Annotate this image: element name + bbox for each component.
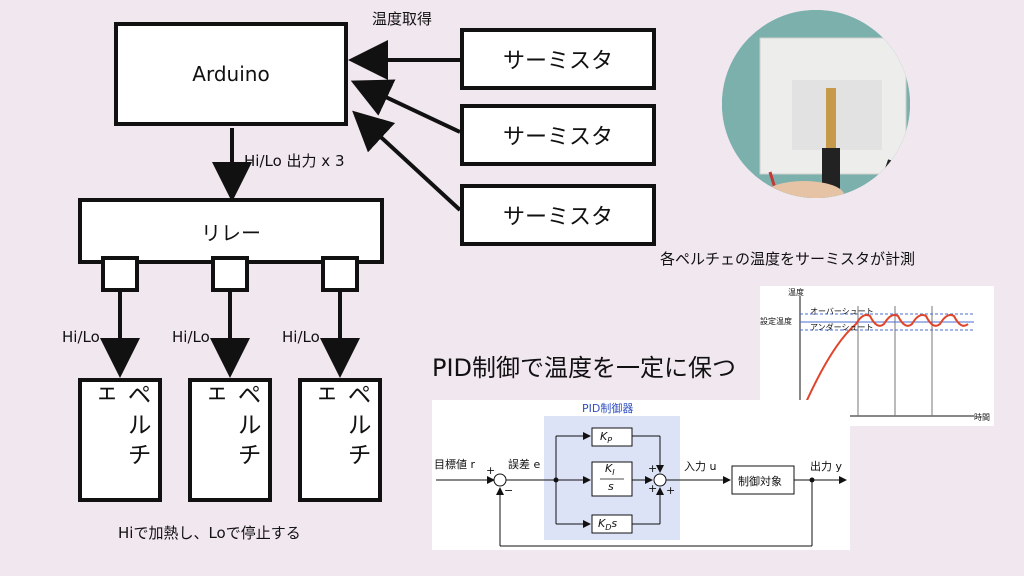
hilo-label-2: Hi/Lo bbox=[172, 328, 210, 346]
hilo-output-label: Hi/Lo 出力 x 3 bbox=[244, 152, 345, 170]
peltier-box-2: ペルチェ bbox=[188, 378, 272, 502]
peltier-box-1: ペルチェ bbox=[78, 378, 162, 502]
error-label: 誤差 e bbox=[508, 458, 541, 471]
thermistor-label-1: サーミスタ bbox=[502, 49, 613, 74]
thermistor-box-1: サーミスタ bbox=[460, 28, 656, 90]
kd-block-label: KDs bbox=[598, 517, 617, 532]
sum2-plus-top: + bbox=[648, 462, 658, 475]
thermistor-label-3: サーミスタ bbox=[502, 205, 613, 230]
kp-block-label: KP bbox=[600, 430, 612, 445]
hilo-label-1: Hi/Lo bbox=[62, 328, 100, 346]
kp-symbol: K bbox=[600, 430, 608, 443]
peltier-photo bbox=[722, 10, 910, 198]
sum1-plus: + bbox=[486, 464, 496, 477]
sum2-plus-mid: + bbox=[648, 482, 658, 495]
plant-label: 制御対象 bbox=[738, 475, 782, 488]
pid-block-diagram-canvas bbox=[436, 416, 847, 547]
input-label: 入力 u bbox=[684, 460, 717, 473]
peltier-photo-image bbox=[722, 10, 910, 198]
thermistor-box-3: サーミスタ bbox=[460, 184, 656, 246]
graph-undershoot-label: アンダーシュート bbox=[810, 323, 874, 332]
thermistor-box-2: サーミスタ bbox=[460, 104, 656, 166]
arduino-label: Arduino bbox=[192, 62, 270, 86]
relay-port-1 bbox=[101, 256, 139, 292]
kd-suffix: s bbox=[611, 517, 618, 530]
output-label: 出力 y bbox=[810, 460, 843, 473]
relay-label: リレー bbox=[201, 220, 261, 245]
relay-port-3 bbox=[321, 256, 359, 292]
peltier-box-3: ペルチェ bbox=[298, 378, 382, 502]
ki-numerator: KI bbox=[605, 462, 615, 477]
graph-xlabel: 時間 bbox=[974, 413, 990, 422]
sum2-plus-bot: + bbox=[666, 484, 676, 497]
graph-ylabel: 温度 bbox=[788, 288, 804, 297]
peltier-label-1: ペルチェ bbox=[88, 382, 151, 472]
ki-denominator: s bbox=[608, 480, 614, 493]
arduino-box: Arduino bbox=[114, 22, 348, 126]
pid-block-diagram: PID制御器 目標値 r 誤差 e 入力 u 出力 y 制御対象 KP KI s… bbox=[432, 400, 850, 550]
kp-subscript: P bbox=[607, 436, 613, 446]
temp-acquire-label: 温度取得 bbox=[372, 10, 433, 28]
graph-setpoint-label: 設定温度 bbox=[760, 317, 792, 326]
peltier-label-3: ペルチェ bbox=[308, 382, 371, 472]
photo-caption: 各ペルチェの温度をサーミスタが計測 bbox=[660, 250, 916, 268]
hilo-label-3: Hi/Lo bbox=[282, 328, 320, 346]
ki-symbol: K bbox=[605, 462, 613, 475]
relay-port-2 bbox=[211, 256, 249, 292]
pid-controller-title: PID制御器 bbox=[582, 402, 634, 415]
peltier-label-2: ペルチェ bbox=[198, 382, 261, 472]
graph-overshoot-label: オーバーシュート bbox=[810, 307, 874, 316]
bottom-caption: Hiで加熱し、Loで停止する bbox=[118, 524, 301, 542]
target-label: 目標値 r bbox=[434, 458, 476, 471]
kd-subscript: D bbox=[605, 523, 612, 533]
pid-title: PID制御で温度を一定に保つ bbox=[432, 354, 737, 382]
ki-subscript: I bbox=[612, 468, 615, 478]
sum1-minus: − bbox=[504, 484, 514, 497]
thermistor-label-2: サーミスタ bbox=[502, 125, 613, 150]
kd-symbol: K bbox=[598, 517, 606, 530]
relay-box: リレー bbox=[78, 198, 384, 264]
